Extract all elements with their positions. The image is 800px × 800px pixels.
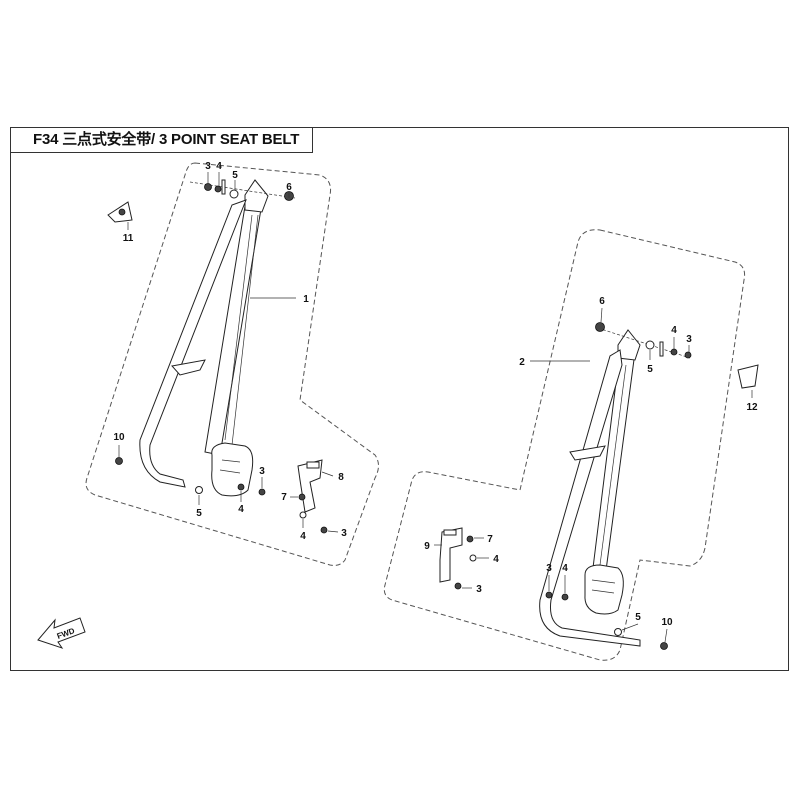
left-assembly-boundary <box>85 162 379 566</box>
callout-3: 3 <box>341 528 347 539</box>
callout-4: 4 <box>562 563 568 574</box>
callout-5: 5 <box>196 508 202 519</box>
callout-8: 8 <box>338 472 344 483</box>
callout-9: 9 <box>424 541 430 552</box>
page-title: F34 三点式安全带/ 3 POINT SEAT BELT <box>10 127 313 153</box>
callout-4: 4 <box>671 325 677 336</box>
left-seat-belt <box>139 179 323 513</box>
callout-3: 3 <box>686 334 692 345</box>
callout-10: 10 <box>113 432 125 443</box>
callout-2: 2 <box>519 357 525 368</box>
callout-4: 4 <box>493 554 499 565</box>
callout-5: 5 <box>647 364 653 375</box>
callout-6: 6 <box>286 182 292 193</box>
right-seat-belt <box>439 329 641 647</box>
callout-5: 5 <box>635 612 641 623</box>
callout-10: 10 <box>661 617 673 628</box>
callout-6: 6 <box>599 296 605 307</box>
callout-3: 3 <box>476 584 482 595</box>
callout-7: 7 <box>281 492 287 503</box>
right-assembly-boundary <box>383 229 746 661</box>
forward-direction-arrow: FWD <box>37 617 86 649</box>
callout-7: 7 <box>487 534 493 545</box>
callout-5: 5 <box>232 170 238 181</box>
hardware-parts <box>107 172 759 650</box>
callout-1: 1 <box>303 294 309 305</box>
callout-3: 3 <box>259 466 265 477</box>
callout-4: 4 <box>216 161 222 172</box>
callout-4: 4 <box>238 504 244 515</box>
callout-12: 12 <box>746 402 758 413</box>
callout-3: 3 <box>546 563 552 574</box>
callout-3: 3 <box>205 161 211 172</box>
diagram-frame <box>10 127 789 671</box>
callout-11: 11 <box>123 233 134 244</box>
callout-4: 4 <box>300 531 306 542</box>
